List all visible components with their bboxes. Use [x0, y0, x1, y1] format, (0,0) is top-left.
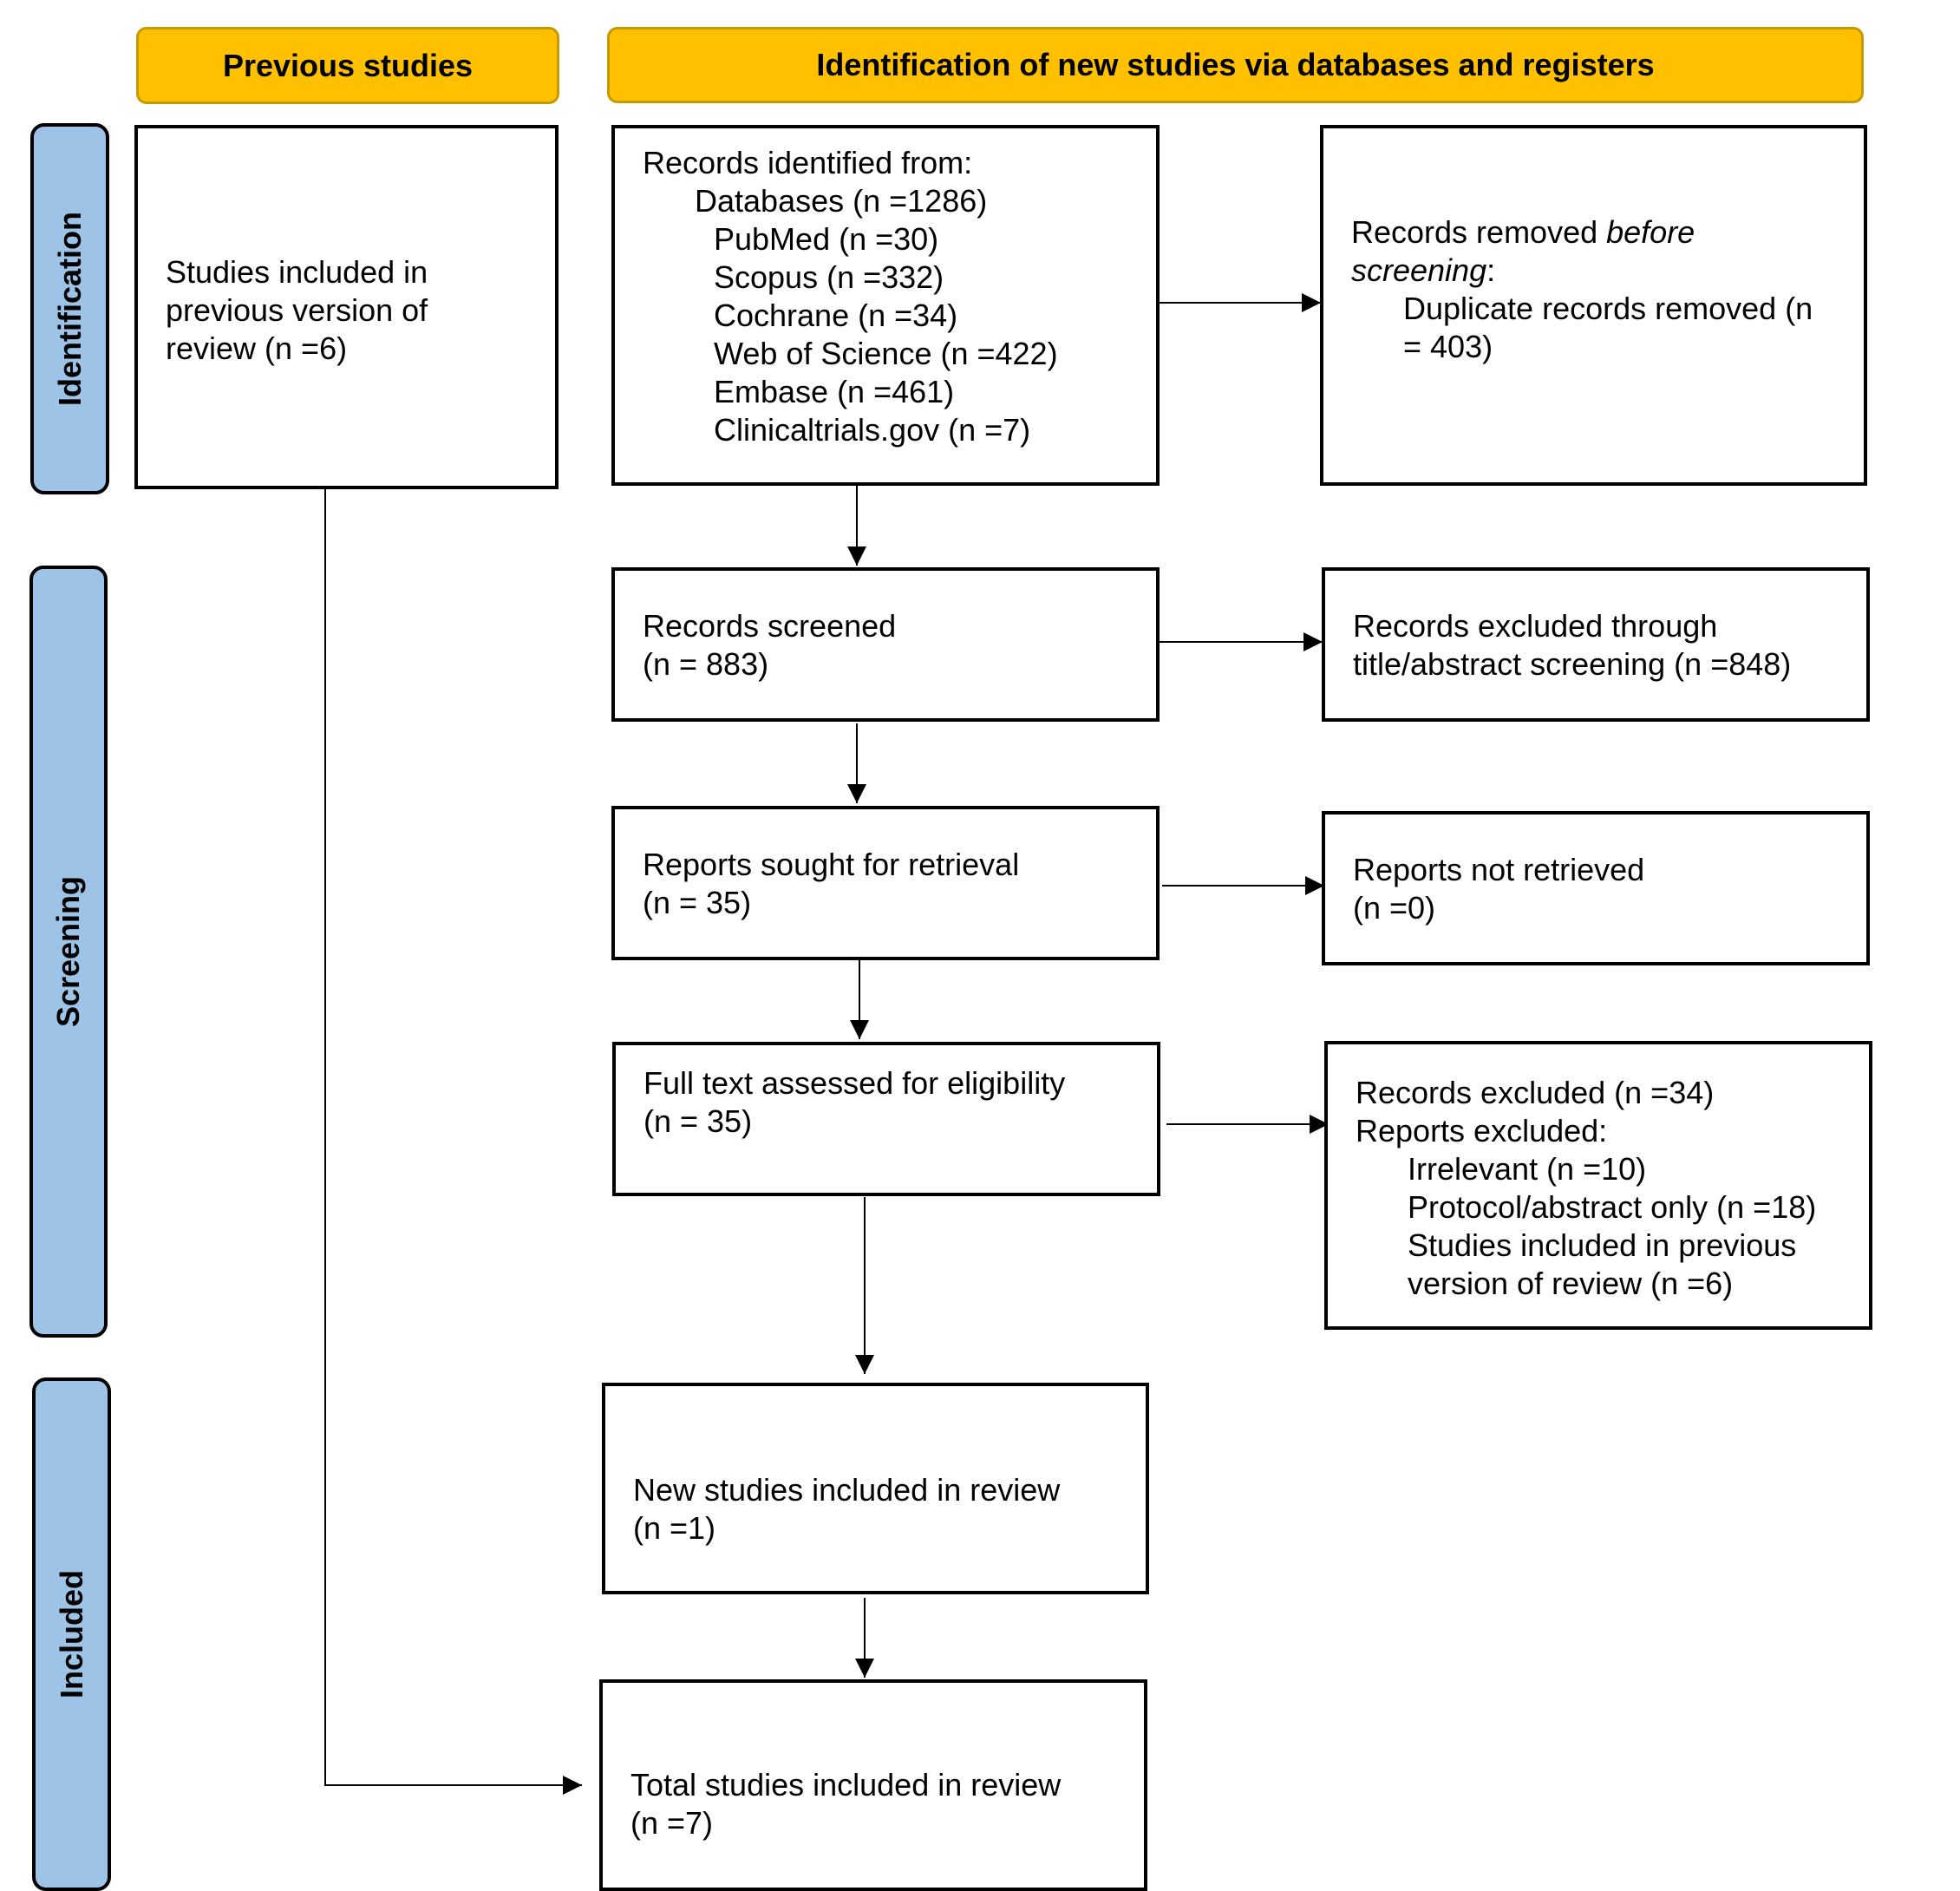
full-text-label: Full text assessed for eligibility — [644, 1065, 1066, 1101]
reports-sought-box: Reports sought for retrieval (n = 35) — [611, 806, 1160, 960]
new-studies-count: (n =1) — [633, 1510, 716, 1546]
records-removed-line-1: Records removed before — [1351, 213, 1695, 251]
excluded-previous-line-2: version of review (n =6) — [1408, 1266, 1734, 1301]
reports-sought-label: Reports sought for retrieval — [643, 847, 1020, 882]
records-identified-title: Records identified from: — [643, 145, 973, 180]
new-studies-included-box: New studies included in review (n =1) — [602, 1383, 1149, 1594]
records-screened-label: Records screened — [643, 608, 897, 644]
new-studies-label: New studies included in review — [633, 1472, 1061, 1508]
records-identified-databases: Databases (n =1286) — [695, 183, 988, 219]
phase-included: Included — [32, 1377, 111, 1891]
records-excluded-line-2: title/abstract screening (n =848) — [1353, 646, 1792, 682]
duplicate-records-line-2: = 403) — [1403, 329, 1493, 364]
full-text-box: Full text assessed for eligibility (n = … — [612, 1042, 1160, 1196]
records-excluded-box: Records excluded through title/abstract … — [1322, 567, 1870, 722]
records-screened-count: (n = 883) — [643, 646, 769, 682]
total-studies-included-box: Total studies included in review (n =7) — [599, 1679, 1147, 1891]
records-identified-box: Records identified from: Databases (n =1… — [611, 125, 1160, 486]
duplicate-records-line-1: Duplicate records removed (n — [1403, 291, 1813, 326]
excluded-irrelevant: Irrelevant (n =10) — [1408, 1151, 1647, 1187]
records-screened-box: Records screened (n = 883) — [611, 567, 1160, 722]
source-cochrane: Cochrane (n =34) — [714, 298, 958, 333]
arrow-previous-to-total — [324, 489, 582, 1795]
reports-not-retrieved-count: (n =0) — [1353, 890, 1436, 926]
source-pubmed: PubMed (n =30) — [714, 221, 939, 257]
excluded-reports-line: Reports excluded: — [1356, 1113, 1608, 1148]
phase-screening: Screening — [29, 566, 108, 1338]
source-scopus: Scopus (n =332) — [714, 259, 944, 295]
records-excluded-line-1: Records excluded through — [1353, 608, 1718, 644]
total-studies-count: (n =7) — [630, 1805, 714, 1841]
records-removed-colon: : — [1486, 252, 1496, 288]
excluded-records-line: Records excluded (n =34) — [1356, 1075, 1715, 1110]
source-web-of-science: Web of Science (n =422) — [714, 336, 1058, 371]
records-removed-box: Records removed before screening: Duplic… — [1320, 125, 1867, 486]
source-clinicaltrials: Clinicaltrials.gov (n =7) — [714, 412, 1031, 448]
records-removed-italic-before: before — [1606, 214, 1695, 250]
previous-line-3: review (n =6) — [166, 330, 348, 366]
header-previous-studies: Previous studies — [136, 27, 559, 104]
header-new-studies: Identification of new studies via databa… — [607, 27, 1864, 103]
records-removed-line-2: screening: — [1351, 252, 1495, 289]
source-embase: Embase (n =461) — [714, 374, 955, 409]
excluded-detail-box: Records excluded (n =34) Reports exclude… — [1324, 1041, 1872, 1330]
reports-not-retrieved-label: Reports not retrieved — [1353, 852, 1645, 887]
total-studies-label: Total studies included in review — [630, 1767, 1062, 1803]
excluded-previous-line-1: Studies included in previous — [1408, 1227, 1797, 1263]
previous-line-1: Studies included in — [166, 254, 428, 290]
previous-line-2: previous version of — [166, 292, 428, 328]
full-text-count: (n = 35) — [644, 1103, 753, 1139]
previous-studies-box: Studies included in previous version of … — [134, 125, 559, 489]
records-removed-prefix: Records removed — [1351, 214, 1607, 250]
records-removed-italic-screening: screening — [1351, 252, 1487, 288]
phase-identification: Identification — [30, 123, 109, 494]
excluded-protocol-abstract: Protocol/abstract only (n =18) — [1408, 1189, 1817, 1225]
reports-sought-count: (n = 35) — [643, 885, 752, 920]
reports-not-retrieved-box: Reports not retrieved (n =0) — [1322, 811, 1870, 965]
